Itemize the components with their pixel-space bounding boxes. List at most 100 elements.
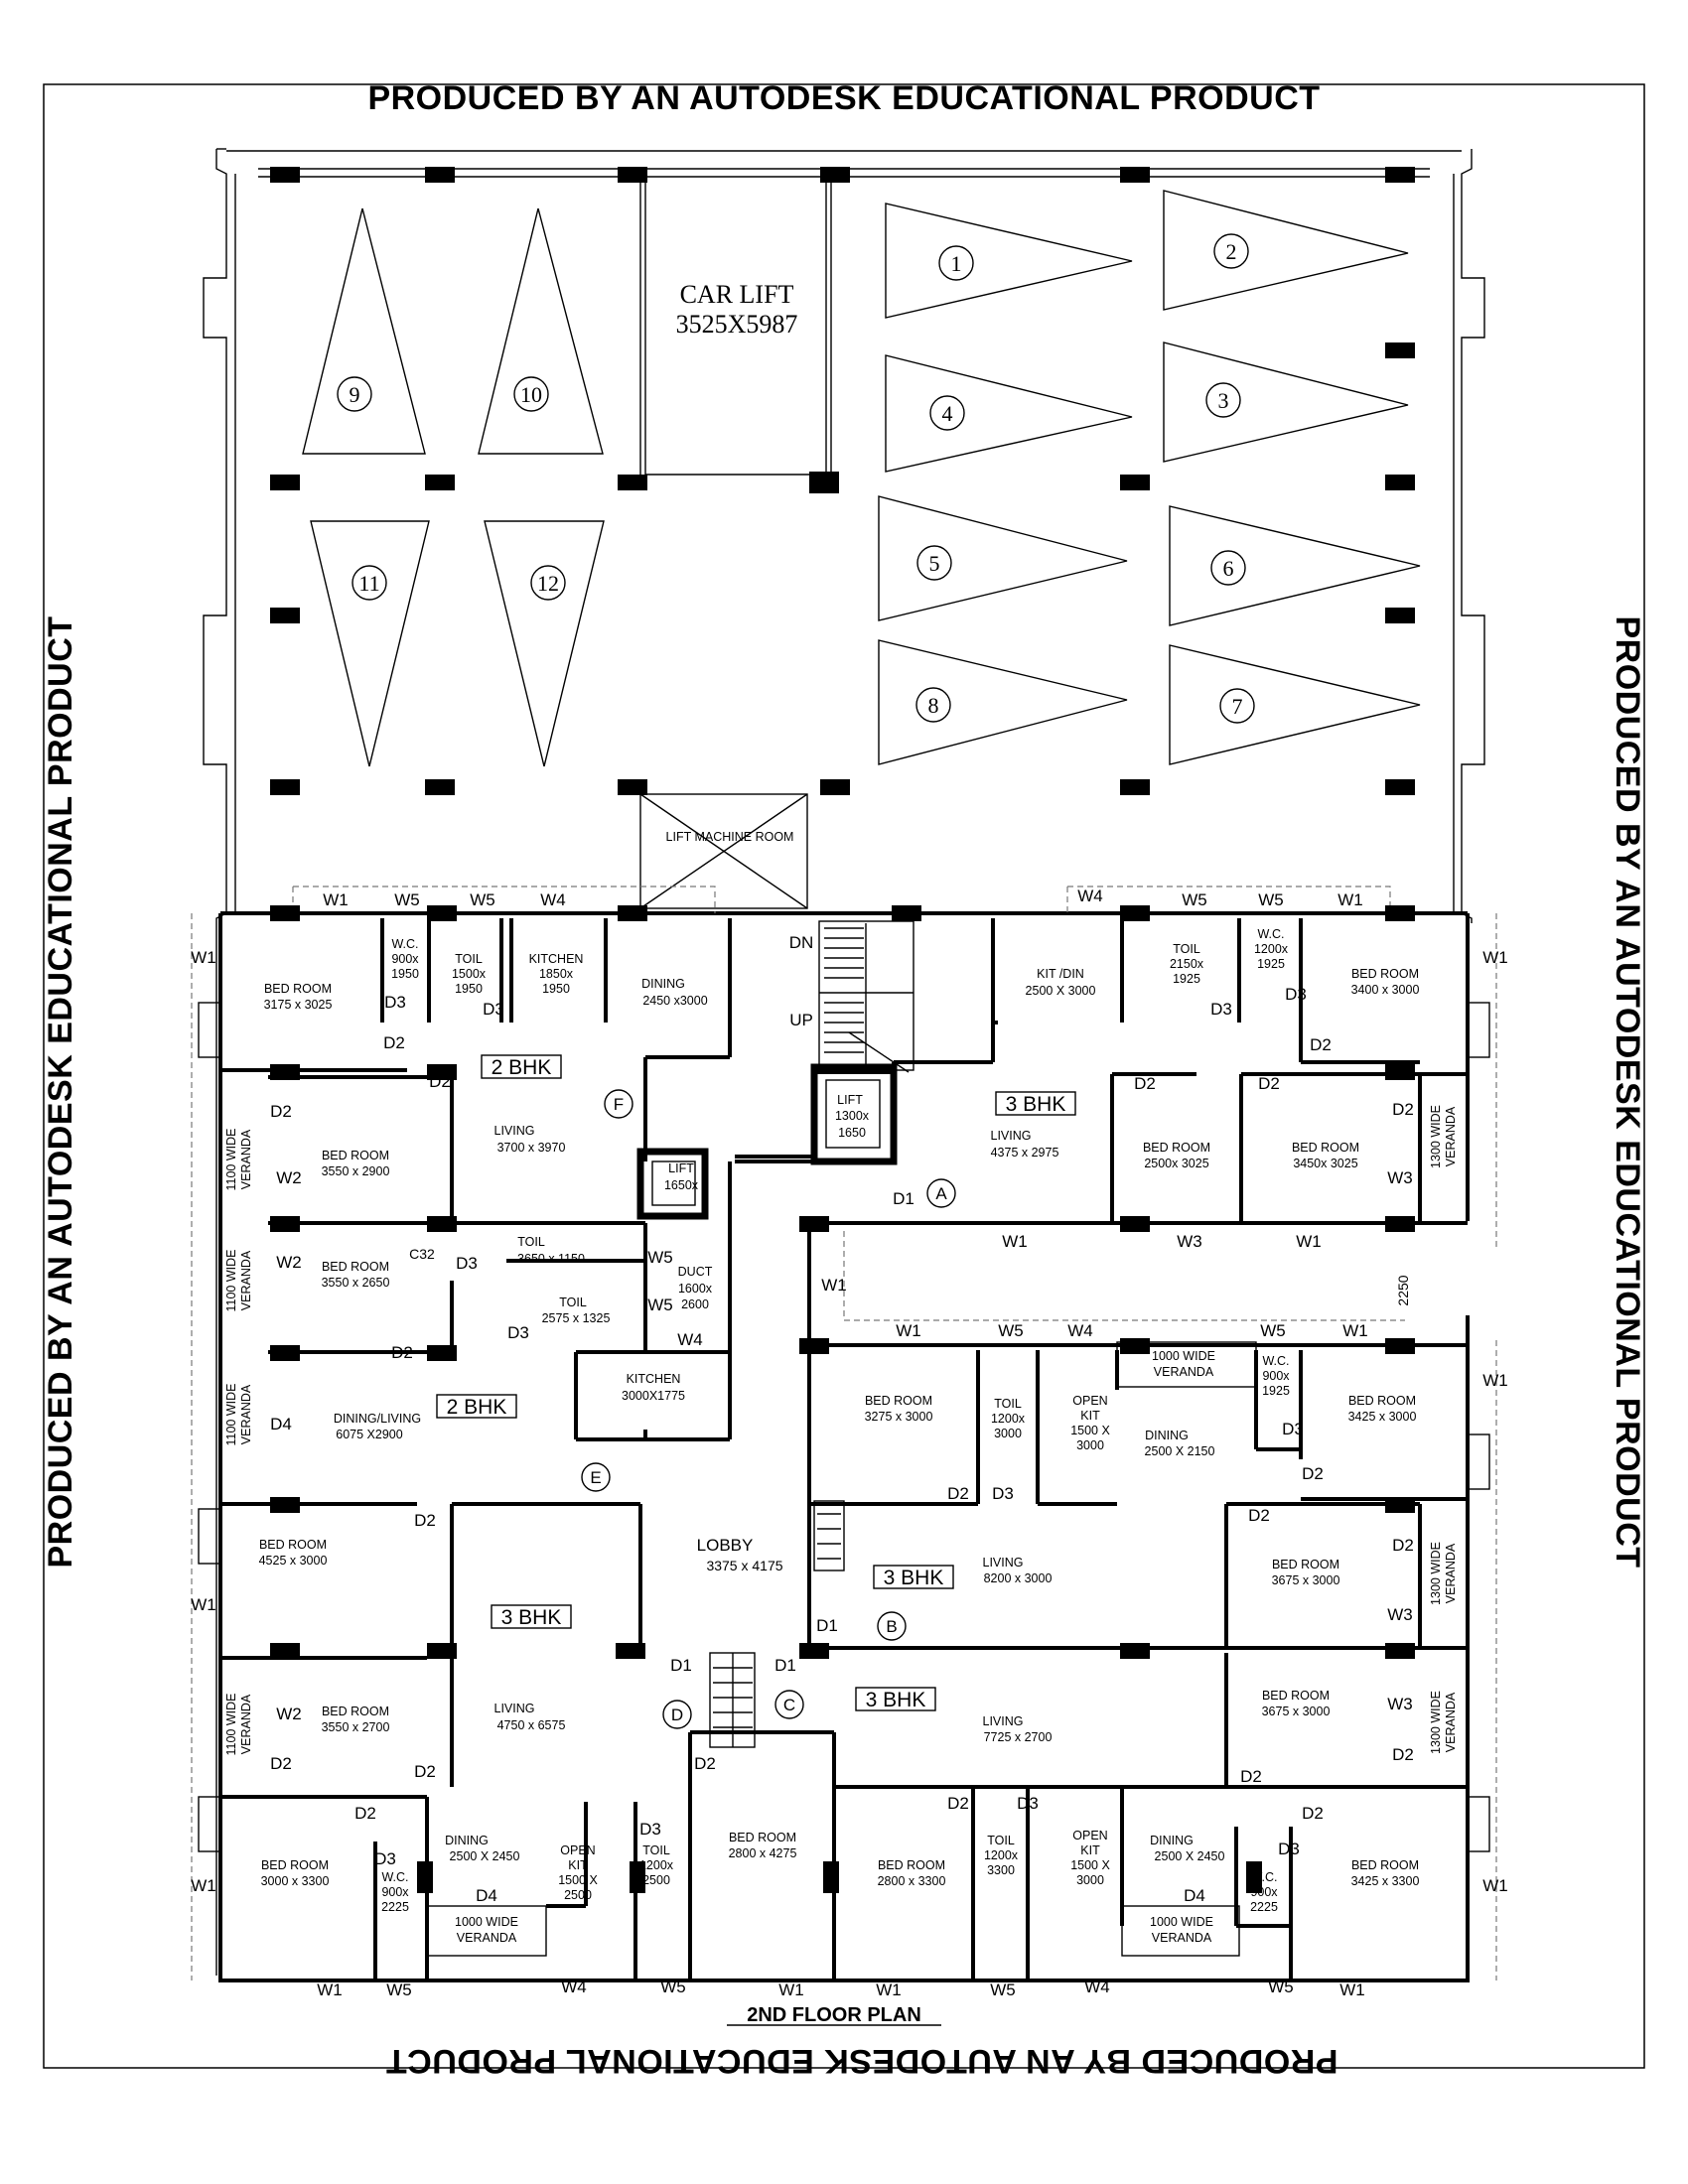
- svg-text:BED ROOM: BED ROOM: [1351, 1858, 1419, 1872]
- svg-text:1300 WIDE: 1300 WIDE: [1429, 1542, 1443, 1605]
- svg-text:D2: D2: [1392, 1745, 1414, 1764]
- svg-text:W2: W2: [276, 1705, 302, 1723]
- svg-text:7: 7: [1232, 694, 1243, 719]
- svg-text:9: 9: [350, 382, 360, 407]
- svg-text:D3: D3: [1278, 1840, 1300, 1858]
- svg-text:1200x: 1200x: [984, 1848, 1019, 1862]
- staircase-top: [818, 920, 914, 1073]
- svg-text:1200x: 1200x: [1254, 942, 1289, 956]
- svg-text:D3: D3: [1210, 1000, 1232, 1019]
- svg-text:BED ROOM: BED ROOM: [729, 1831, 796, 1844]
- svg-text:3175 x 3025: 3175 x 3025: [264, 998, 333, 1012]
- svg-text:TOIL: TOIL: [642, 1843, 670, 1857]
- svg-text:3000: 3000: [994, 1427, 1022, 1440]
- svg-text:W2: W2: [276, 1253, 302, 1272]
- svg-text:1925: 1925: [1262, 1384, 1290, 1398]
- interior-walls: [198, 918, 1490, 1980]
- svg-text:3650 x 1150: 3650 x 1150: [517, 1252, 585, 1266]
- svg-text:TOIL: TOIL: [994, 1397, 1022, 1411]
- svg-text:2800 x 4275: 2800 x 4275: [729, 1846, 797, 1860]
- svg-text:W1: W1: [323, 890, 349, 909]
- svg-text:VERANDA: VERANDA: [239, 1250, 253, 1310]
- svg-text:3 BHK: 3 BHK: [866, 1689, 926, 1711]
- svg-text:VERANDA: VERANDA: [239, 1384, 253, 1444]
- svg-text:F: F: [614, 1095, 624, 1114]
- svg-text:W5: W5: [998, 1321, 1024, 1340]
- svg-text:D: D: [671, 1706, 683, 1724]
- car-lift-size: 3525X5987: [676, 310, 798, 339]
- svg-text:VERANDA: VERANDA: [1444, 1692, 1458, 1752]
- svg-text:W1: W1: [821, 1276, 847, 1295]
- svg-text:1500 X: 1500 X: [1070, 1424, 1110, 1437]
- svg-text:1300 WIDE: 1300 WIDE: [1429, 1691, 1443, 1754]
- svg-text:1850x: 1850x: [539, 967, 574, 981]
- svg-text:W4: W4: [1084, 1978, 1110, 1996]
- svg-text:BED ROOM: BED ROOM: [264, 982, 332, 996]
- svg-text:DUCT: DUCT: [678, 1265, 713, 1279]
- parking-slot-numbers: 1 2 3 4 5 6 7 8 9 10 11 12: [337, 233, 1255, 724]
- svg-text:BED ROOM: BED ROOM: [1272, 1558, 1339, 1571]
- svg-text:D1: D1: [816, 1616, 838, 1635]
- lobby-size: 3375 x 4175: [706, 1558, 782, 1573]
- svg-text:3550 x 2650: 3550 x 2650: [322, 1276, 390, 1290]
- svg-text:B: B: [886, 1617, 897, 1636]
- svg-text:VERANDA: VERANDA: [1444, 1106, 1458, 1166]
- svg-text:BED ROOM: BED ROOM: [1351, 967, 1419, 981]
- svg-text:LIVING: LIVING: [991, 1129, 1032, 1143]
- lobby-name: LOBBY: [697, 1536, 754, 1555]
- svg-text:W.C.: W.C.: [1257, 927, 1284, 941]
- svg-text:8200 x 3000: 8200 x 3000: [984, 1571, 1053, 1585]
- svg-text:D3: D3: [374, 1849, 396, 1868]
- svg-text:VERANDA: VERANDA: [1154, 1365, 1214, 1379]
- unit-markers: F A E B D C 2 BHK 3 BHK 2 BHK 3 BHK 3 BH…: [436, 1054, 1076, 1729]
- svg-text:1100 WIDE: 1100 WIDE: [224, 1384, 238, 1446]
- svg-text:W1: W1: [896, 1321, 921, 1340]
- svg-text:C: C: [783, 1696, 795, 1714]
- svg-text:W5: W5: [1260, 1321, 1286, 1340]
- svg-text:W4: W4: [561, 1978, 587, 1996]
- svg-text:D2: D2: [429, 1072, 451, 1091]
- svg-text:12: 12: [537, 571, 559, 596]
- svg-text:6075 X2900: 6075 X2900: [336, 1428, 402, 1441]
- lift-machine-room-label: LIFT MACHINE ROOM: [666, 830, 794, 844]
- svg-text:W4: W4: [540, 890, 566, 909]
- svg-text:1300 WIDE: 1300 WIDE: [1429, 1105, 1443, 1168]
- svg-text:LIVING: LIVING: [983, 1714, 1024, 1728]
- svg-text:D3: D3: [1285, 985, 1307, 1004]
- stair-dn-label: DN: [789, 933, 814, 952]
- svg-text:2500: 2500: [564, 1888, 592, 1902]
- svg-text:3425 x 3000: 3425 x 3000: [1348, 1410, 1417, 1424]
- svg-text:BED ROOM: BED ROOM: [322, 1149, 389, 1162]
- svg-text:4375 x 2975: 4375 x 2975: [991, 1146, 1059, 1160]
- svg-text:W3: W3: [1387, 1695, 1413, 1713]
- svg-text:W1: W1: [317, 1980, 343, 1999]
- svg-text:KIT: KIT: [568, 1858, 588, 1872]
- svg-text:DINING: DINING: [641, 977, 685, 991]
- svg-text:1600x: 1600x: [678, 1282, 713, 1296]
- svg-text:W5: W5: [660, 1978, 686, 1996]
- svg-text:W.C.: W.C.: [381, 1870, 408, 1884]
- svg-text:2500 X 2450: 2500 X 2450: [1155, 1849, 1225, 1863]
- svg-text:W5: W5: [647, 1296, 673, 1314]
- parking-columns: [270, 167, 1415, 795]
- svg-text:2600: 2600: [681, 1297, 709, 1311]
- svg-text:4525 x 3000: 4525 x 3000: [259, 1554, 328, 1568]
- svg-text:6: 6: [1223, 556, 1234, 581]
- svg-text:VERANDA: VERANDA: [1444, 1543, 1458, 1603]
- svg-text:W1: W1: [1482, 1876, 1508, 1895]
- svg-text:D2: D2: [1248, 1506, 1270, 1525]
- svg-text:E: E: [590, 1468, 601, 1487]
- svg-text:3000X1775: 3000X1775: [622, 1389, 685, 1403]
- svg-text:1: 1: [951, 251, 962, 276]
- car-lift-label: CAR LIFT: [680, 280, 794, 309]
- svg-text:W1: W1: [876, 1980, 902, 1999]
- svg-text:LIVING: LIVING: [983, 1556, 1024, 1570]
- svg-text:D2: D2: [391, 1343, 413, 1362]
- parking-outline: [203, 148, 1485, 1976]
- svg-text:OPEN: OPEN: [560, 1843, 595, 1857]
- svg-text:D2: D2: [947, 1794, 969, 1813]
- svg-text:W1: W1: [191, 1595, 216, 1614]
- svg-text:W2: W2: [276, 1168, 302, 1187]
- svg-text:D3: D3: [384, 993, 406, 1012]
- svg-text:D3: D3: [992, 1484, 1014, 1503]
